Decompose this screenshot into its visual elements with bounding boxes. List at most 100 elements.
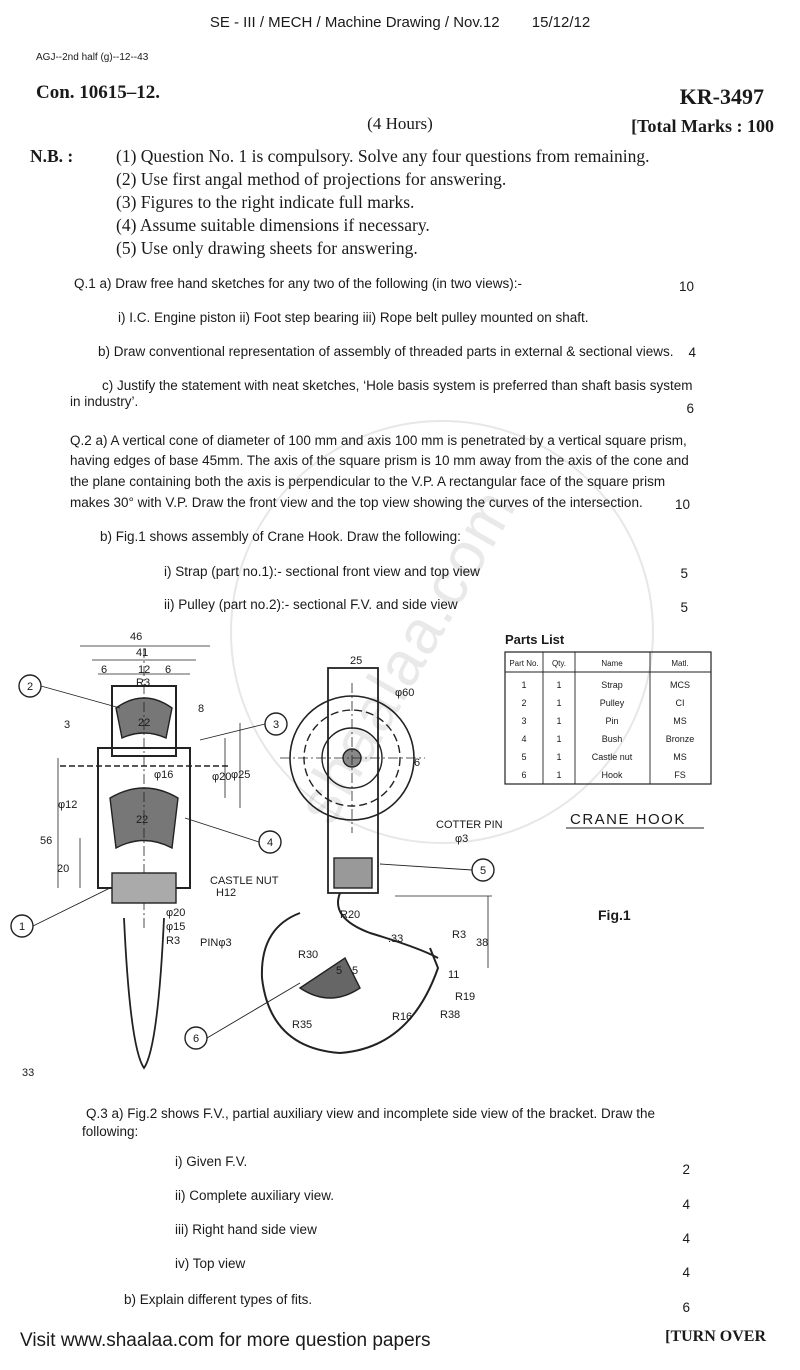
parts-cell: FS — [674, 770, 686, 780]
side-view-assembly — [260, 667, 492, 1055]
parts-cell: Bronze — [666, 734, 695, 744]
dim-3: 3 — [64, 719, 70, 731]
question-3a-line1: Q.3 a) Fig.2 shows F.V., partial auxilia… — [86, 1106, 656, 1121]
marks-3a-ii: 4 — [682, 1197, 690, 1212]
dim-r38: R38 — [440, 1009, 460, 1021]
dim-25: 25 — [350, 655, 362, 667]
dim-46: 46 — [130, 631, 142, 643]
dim-38: 38 — [476, 937, 488, 949]
dim-r3: R3 — [136, 677, 150, 689]
watermark-circle — [230, 420, 654, 844]
dim-phi16: φ16 — [154, 769, 173, 781]
dim-phi20b: φ20 — [166, 907, 185, 919]
question-3b: b) Explain different types of fits. — [124, 1292, 313, 1307]
callouts — [10, 674, 495, 1050]
marks-3b: 6 — [682, 1300, 690, 1315]
question-1a-items: i) I.C. Engine piston ii) Foot step bear… — [118, 310, 589, 325]
instruction-item: (1) Question No. 1 is compulsory. Solve … — [116, 146, 650, 166]
marks-2b-ii: 5 — [680, 600, 688, 615]
parts-cell: 4 — [521, 734, 526, 744]
parts-cell: 1 — [556, 734, 561, 744]
nb-label: N.B. : — [30, 146, 74, 166]
instruction-item: (4) Assume suitable dimensions if necess… — [116, 215, 430, 235]
question-3a-i: i) Given F.V. — [175, 1154, 248, 1169]
question-3a-line2: following: — [82, 1124, 139, 1139]
instruction-item: (5) Use only drawing sheets for answerin… — [116, 238, 418, 258]
exam-header: SE - III / MECH / Machine Drawing / Nov.… — [0, 14, 800, 31]
question-2a-line1: Q.2 a) A vertical cone of diameter of 10… — [70, 433, 687, 448]
marks-2a: 10 — [674, 497, 690, 512]
marks-3a-i: 2 — [682, 1162, 690, 1177]
label-pin: PINφ3 — [200, 937, 232, 949]
total-marks: [Total Marks : 100 — [631, 116, 774, 136]
dim-8: 8 — [198, 703, 204, 715]
parts-cell: MS — [673, 752, 687, 762]
instruction-item: (3) Figures to the right indicate full m… — [116, 192, 415, 212]
dim-r35: R35 — [292, 1019, 312, 1031]
parts-cell: Pin — [605, 716, 618, 726]
parts-cell: 1 — [556, 752, 561, 762]
parts-list-title: Parts List — [505, 632, 565, 647]
parts-cell: 1 — [521, 680, 526, 690]
label-castle-nut: CASTLE NUT — [210, 875, 279, 887]
dim-22b: 22 — [136, 814, 148, 826]
duration: (4 Hours) — [367, 114, 433, 133]
parts-cell: 1 — [556, 680, 561, 690]
crane-hook-drawing: 46 41 6 12 6 R3 8 22 22 3 φ16 φ20 φ25 φ1… — [10, 631, 712, 1079]
dim-r30: R30 — [298, 949, 318, 961]
parts-header: Matl. — [671, 659, 688, 668]
marks-1c: 6 — [686, 401, 694, 416]
instruction-item: (2) Use first angal method of projection… — [116, 169, 507, 189]
dim-6b: 6 — [165, 664, 171, 676]
parts-header: Name — [601, 659, 623, 668]
callout-1: 1 — [19, 921, 25, 933]
dim-r16: R16 — [392, 1011, 412, 1023]
question-1c-line1: c) Justify the statement with neat sketc… — [102, 378, 693, 393]
callout-6: 6 — [193, 1033, 199, 1045]
callout-5: 5 — [480, 865, 486, 877]
con-number: Con. 10615–12. — [36, 82, 161, 103]
question-2a-line2: having edges of base 45mm. The axis of t… — [70, 453, 689, 468]
parts-list-table — [504, 651, 712, 785]
parts-cell: 5 — [521, 752, 526, 762]
parts-cell: 1 — [556, 770, 561, 780]
question-1b: b) Draw conventional representation of a… — [98, 344, 674, 359]
question-2b: b) Fig.1 shows assembly of Crane Hook. D… — [100, 529, 461, 544]
dim-12: 12 — [138, 664, 150, 676]
dim-5: 5 — [336, 965, 342, 977]
parts-cell: 1 — [556, 698, 561, 708]
parts-cell: MCS — [670, 680, 690, 690]
question-1c-line2: in industry’. — [70, 394, 139, 409]
dim-41: 41 — [136, 647, 148, 659]
question-1a: Q.1 a) Draw free hand sketches for any t… — [74, 276, 522, 291]
parts-cell: Pulley — [600, 698, 625, 708]
label-cotter-pin: COTTER PIN — [436, 819, 503, 831]
marks-2b-i: 5 — [680, 566, 688, 581]
dim-22: 22 — [138, 717, 150, 729]
dim-20: 20 — [57, 863, 69, 875]
dim-56: 56 — [40, 835, 52, 847]
parts-header: Qty. — [552, 659, 566, 668]
parts-cell: Bush — [602, 734, 623, 744]
label-h12: H12 — [216, 887, 236, 899]
footer-visit-link[interactable]: Visit www.shaalaa.com for more question … — [20, 1330, 431, 1351]
parts-cell: CI — [676, 698, 685, 708]
dim-r3b: R3 — [166, 935, 180, 947]
question-3a-iii: iii) Right hand side view — [175, 1222, 317, 1237]
parts-cell: 2 — [521, 698, 526, 708]
parts-cell: 1 — [556, 716, 561, 726]
figure-title: CRANE HOOK — [570, 811, 686, 828]
dim-phi25: φ25 — [231, 769, 250, 781]
dim-phi20: φ20 — [212, 771, 231, 783]
parts-cell: Hook — [601, 770, 623, 780]
question-2a-line4: makes 30° with V.P. Draw the front view … — [70, 495, 643, 510]
dim-11: 11 — [448, 969, 459, 981]
parts-cell: 6 — [521, 770, 526, 780]
question-2a-line3: the plane containing both the axis is pe… — [70, 474, 666, 489]
dim-6c: 6 — [414, 757, 420, 769]
parts-header: Part No. — [509, 659, 538, 668]
dim-33b: 33 — [22, 1067, 34, 1079]
dim-33: .33 — [388, 933, 403, 945]
print-code: AGJ--2nd half (g)--12--43 — [36, 52, 149, 63]
instruction-line: N.B. : (1) Question No. 1 is compulsory. … — [30, 146, 650, 167]
